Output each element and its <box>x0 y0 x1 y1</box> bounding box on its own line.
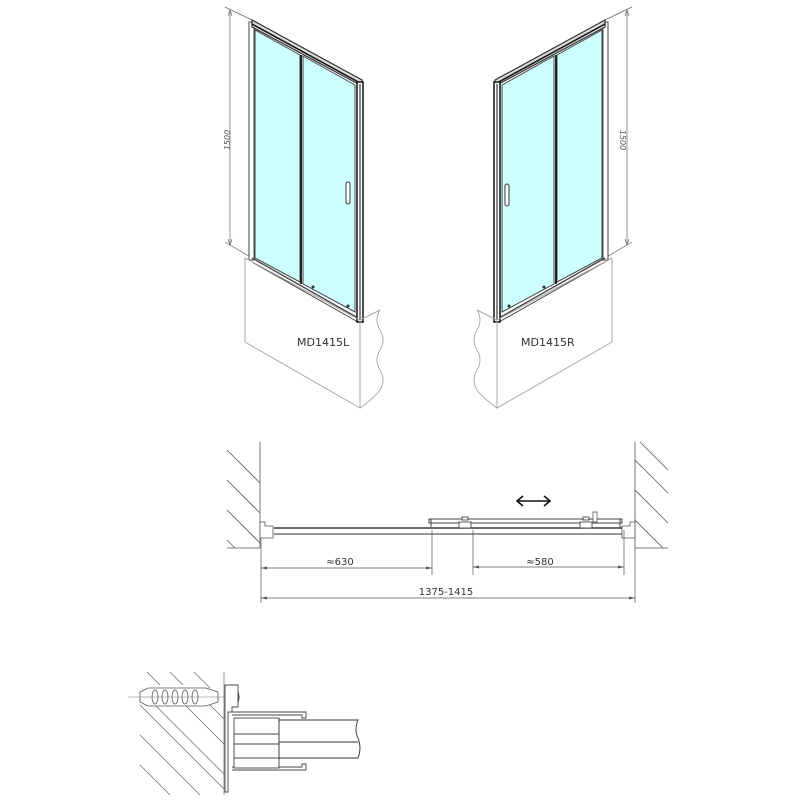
right-model-label: MD1415R <box>521 336 575 349</box>
right-wall-profile <box>602 21 609 261</box>
detail-wall-hatch <box>139 671 225 796</box>
left-iso-view: 1500 MD1415L <box>223 6 384 409</box>
right-door-handle <box>504 183 510 207</box>
detail-glass-panel <box>278 719 361 759</box>
right-bathtub <box>473 257 613 409</box>
dim-sliding-panel: ≈580 <box>526 557 553 568</box>
right-iso-view: 1500 MD1415R <box>473 6 633 409</box>
wall-profile-section <box>224 684 307 793</box>
left-fixed-glass <box>254 29 301 283</box>
left-model-label: MD1415L <box>297 336 350 349</box>
dim-fixed-panel: ≈630 <box>326 557 353 568</box>
left-door-handle <box>345 181 351 205</box>
right-sliding-glass <box>501 55 555 313</box>
left-wall-profile <box>248 21 255 261</box>
left-height-label: 1500 <box>223 130 232 150</box>
plan-view: ≈630 ≈580 1375-1415 <box>226 441 669 603</box>
right-height-dimension <box>604 6 633 259</box>
sliding-panel <box>428 518 623 524</box>
right-height-label: 1500 <box>618 130 627 150</box>
left-bathtub <box>244 257 384 409</box>
slide-direction-arrow-icon <box>515 495 552 507</box>
right-wall-hatch <box>634 441 669 549</box>
left-wall-hatch <box>226 442 261 549</box>
profile-detail-view <box>128 671 361 796</box>
dim-total-width: 1375-1415 <box>419 587 474 598</box>
wall-dowel <box>128 687 240 707</box>
left-sliding-glass <box>302 55 356 313</box>
right-fixed-glass <box>556 29 603 283</box>
left-height-dimension <box>224 6 253 259</box>
